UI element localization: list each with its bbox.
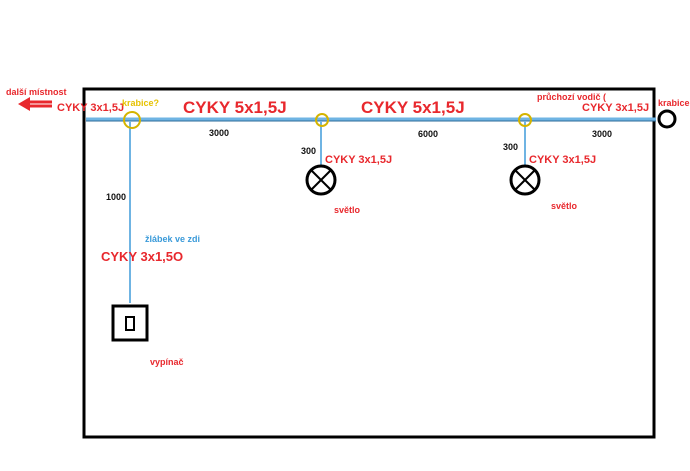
next-room-label: další místnost (6, 87, 67, 97)
cable-label-right: CYKY 3x1,5J (582, 102, 649, 114)
switch-label: vypínač (150, 357, 184, 367)
dimension-label: 300 (301, 146, 316, 156)
cable-label-main-2: CYKY 5x1,5J (361, 98, 465, 117)
light-label-2: světlo (551, 201, 578, 211)
dimension-label: 3000 (592, 129, 612, 139)
cable-label-main-1: CYKY 5x1,5J (183, 98, 287, 117)
dimension-label: 3000 (209, 128, 229, 138)
box-question-label: krabice? (122, 98, 159, 108)
junction-box-icon (518, 113, 532, 127)
light-fixture-icon (509, 164, 541, 196)
cable-label-left: CYKY 3x1,5J (57, 102, 124, 114)
room-outline (82, 87, 656, 439)
dimension-label: 6000 (418, 129, 438, 139)
dimension-label: 300 (503, 142, 518, 152)
dimension-label: 1000 (106, 192, 126, 202)
cable-label-light-1: CYKY 3x1,5J (325, 154, 392, 166)
junction-box-icon (315, 113, 329, 127)
light-label-1: světlo (334, 205, 361, 215)
junction-box-icon (657, 109, 677, 129)
wall-switch-icon (111, 304, 149, 342)
through-wire-label: průchozí vodič ( (537, 92, 606, 102)
junction-box-icon (123, 111, 141, 129)
left-arrow-icon (18, 97, 52, 111)
light-fixture-icon (305, 164, 337, 196)
wall-chase-label: žlábek ve zdi (145, 234, 200, 244)
cable-label-light-2: CYKY 3x1,5J (529, 154, 596, 166)
cable-label-drop: CYKY 3x1,5O (101, 249, 183, 264)
box-right-label: krabice (658, 98, 690, 108)
